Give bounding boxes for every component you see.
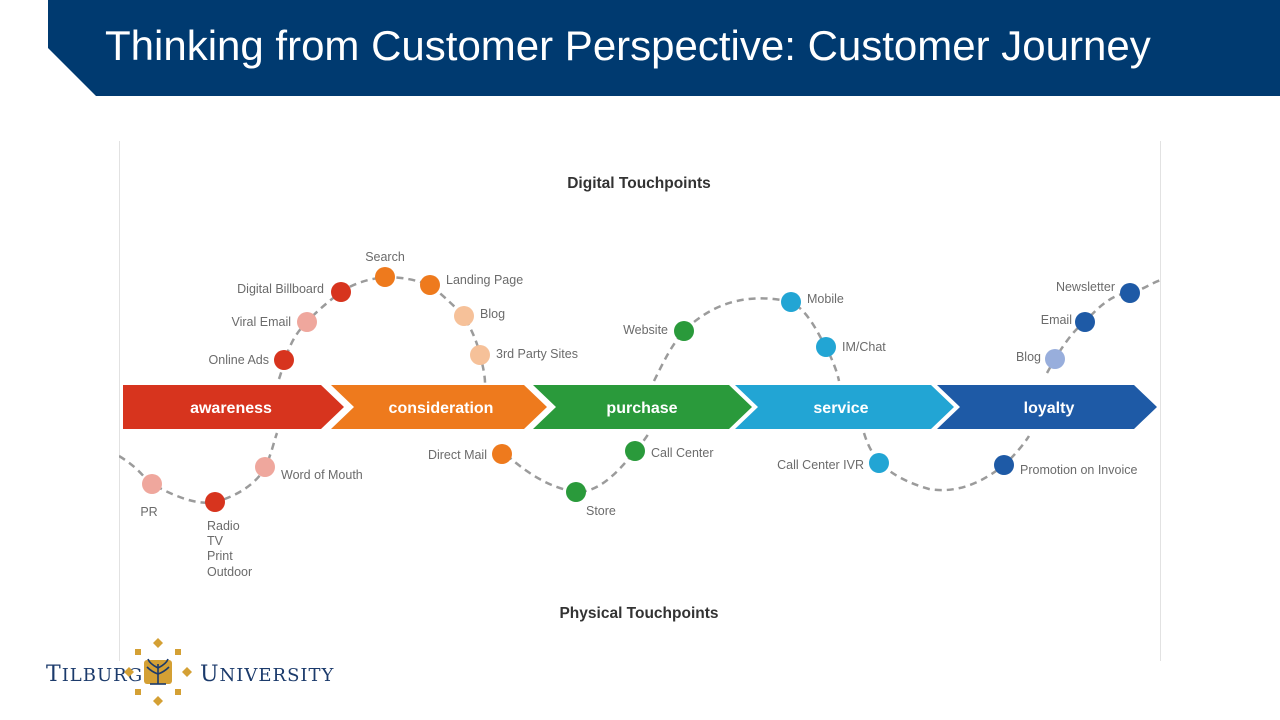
- digital-touchpoints: Online Ads Viral Email Digital Billboard…: [209, 250, 1140, 370]
- stage-arrow-loyalty: [937, 385, 1157, 429]
- touchpoint-dot: [1045, 349, 1065, 369]
- banner-shape: [48, 0, 1280, 96]
- touchpoint-dot: [816, 337, 836, 357]
- stage-label-loyalty: loyalty: [1024, 400, 1075, 417]
- slide-title: Thinking from Customer Perspective: Cust…: [105, 22, 1151, 69]
- stage-arrow-consideration: [331, 385, 547, 429]
- physical-touchpoints-heading: Physical Touchpoints: [559, 605, 718, 622]
- touchpoint-label-promotion-on-invoice: Promotion on Invoice: [1020, 463, 1137, 477]
- stage-label-purchase: purchase: [606, 400, 677, 417]
- tilburg-university-logo: TILBURG UNIVERSITY: [46, 638, 333, 706]
- touchpoint-label-search: Search: [365, 250, 405, 264]
- digital-touchpoints-heading: Digital Touchpoints: [567, 175, 711, 192]
- stage-label-awareness: awareness: [190, 400, 272, 417]
- touchpoint-dot: [492, 444, 512, 464]
- touchpoint-dot: [869, 453, 889, 473]
- stage-arrows: awareness consideration purchase service…: [123, 385, 1157, 429]
- stage-label-service: service: [813, 400, 868, 417]
- touchpoint-dot: [255, 457, 275, 477]
- stage-arrow-service: [735, 385, 954, 429]
- touchpoint-label-radio: Radio: [207, 519, 240, 533]
- touchpoint-label-outdoor: Outdoor: [207, 565, 252, 579]
- touchpoint-dot: [781, 292, 801, 312]
- touchpoint-dot: [205, 492, 225, 512]
- touchpoint-label-online-ads: Online Ads: [209, 353, 269, 367]
- touchpoint-label-print: Print: [207, 549, 233, 563]
- touchpoint-label-viral-email: Viral Email: [231, 315, 291, 329]
- touchpoint-label-mobile: Mobile: [807, 292, 844, 306]
- touchpoint-label-tv: TV: [207, 534, 224, 548]
- touchpoint-label-direct-mail: Direct Mail: [428, 448, 487, 462]
- touchpoint-label-3rd-party-sites: 3rd Party Sites: [496, 347, 578, 361]
- touchpoint-dot: [331, 282, 351, 302]
- customer-journey-diagram: Digital Touchpoints Physical Touchpoints…: [119, 141, 1161, 661]
- touchpoint-label-email: Email: [1041, 313, 1072, 327]
- touchpoint-dot: [1075, 312, 1095, 332]
- touchpoint-label-call-center: Call Center: [651, 446, 714, 460]
- touchpoint-label-website: Website: [623, 323, 668, 337]
- touchpoint-label-blog-loyalty: Blog: [1016, 350, 1041, 364]
- touchpoint-label-pr: PR: [140, 505, 157, 519]
- touchpoint-label-store: Store: [586, 504, 616, 518]
- touchpoint-dot: [454, 306, 474, 326]
- physical-touchpoints: PR Radio TV Print Outdoor Word of Mouth …: [140, 441, 1137, 579]
- logo-word-left: TILBURG: [46, 662, 144, 687]
- touchpoint-label-call-center-ivr: Call Center IVR: [777, 458, 864, 472]
- touchpoint-dot: [274, 350, 294, 370]
- touchpoint-dot: [566, 482, 586, 502]
- touchpoint-label-im-chat: IM/Chat: [842, 340, 886, 354]
- touchpoint-dot: [625, 441, 645, 461]
- touchpoint-label-blog-consideration: Blog: [480, 307, 505, 321]
- title-banner: [48, 0, 1280, 96]
- touchpoint-label-word-of-mouth: Word of Mouth: [281, 468, 363, 482]
- stage-label-consideration: consideration: [389, 400, 494, 417]
- touchpoint-dot: [994, 455, 1014, 475]
- touchpoint-dot: [470, 345, 490, 365]
- touchpoint-dot: [297, 312, 317, 332]
- touchpoint-dot: [420, 275, 440, 295]
- touchpoint-label-newsletter: Newsletter: [1056, 280, 1115, 294]
- touchpoint-dot: [674, 321, 694, 341]
- stage-arrow-purchase: [533, 385, 752, 429]
- logo-word-right: UNIVERSITY: [200, 662, 335, 687]
- stage-arrow-awareness: [123, 385, 344, 429]
- logo-emblem-icon: [124, 638, 192, 706]
- touchpoint-label-digital-billboard: Digital Billboard: [237, 282, 324, 296]
- touchpoint-label-landing-page: Landing Page: [446, 273, 523, 287]
- touchpoint-dot: [375, 267, 395, 287]
- touchpoint-dot: [142, 474, 162, 494]
- touchpoint-dot: [1120, 283, 1140, 303]
